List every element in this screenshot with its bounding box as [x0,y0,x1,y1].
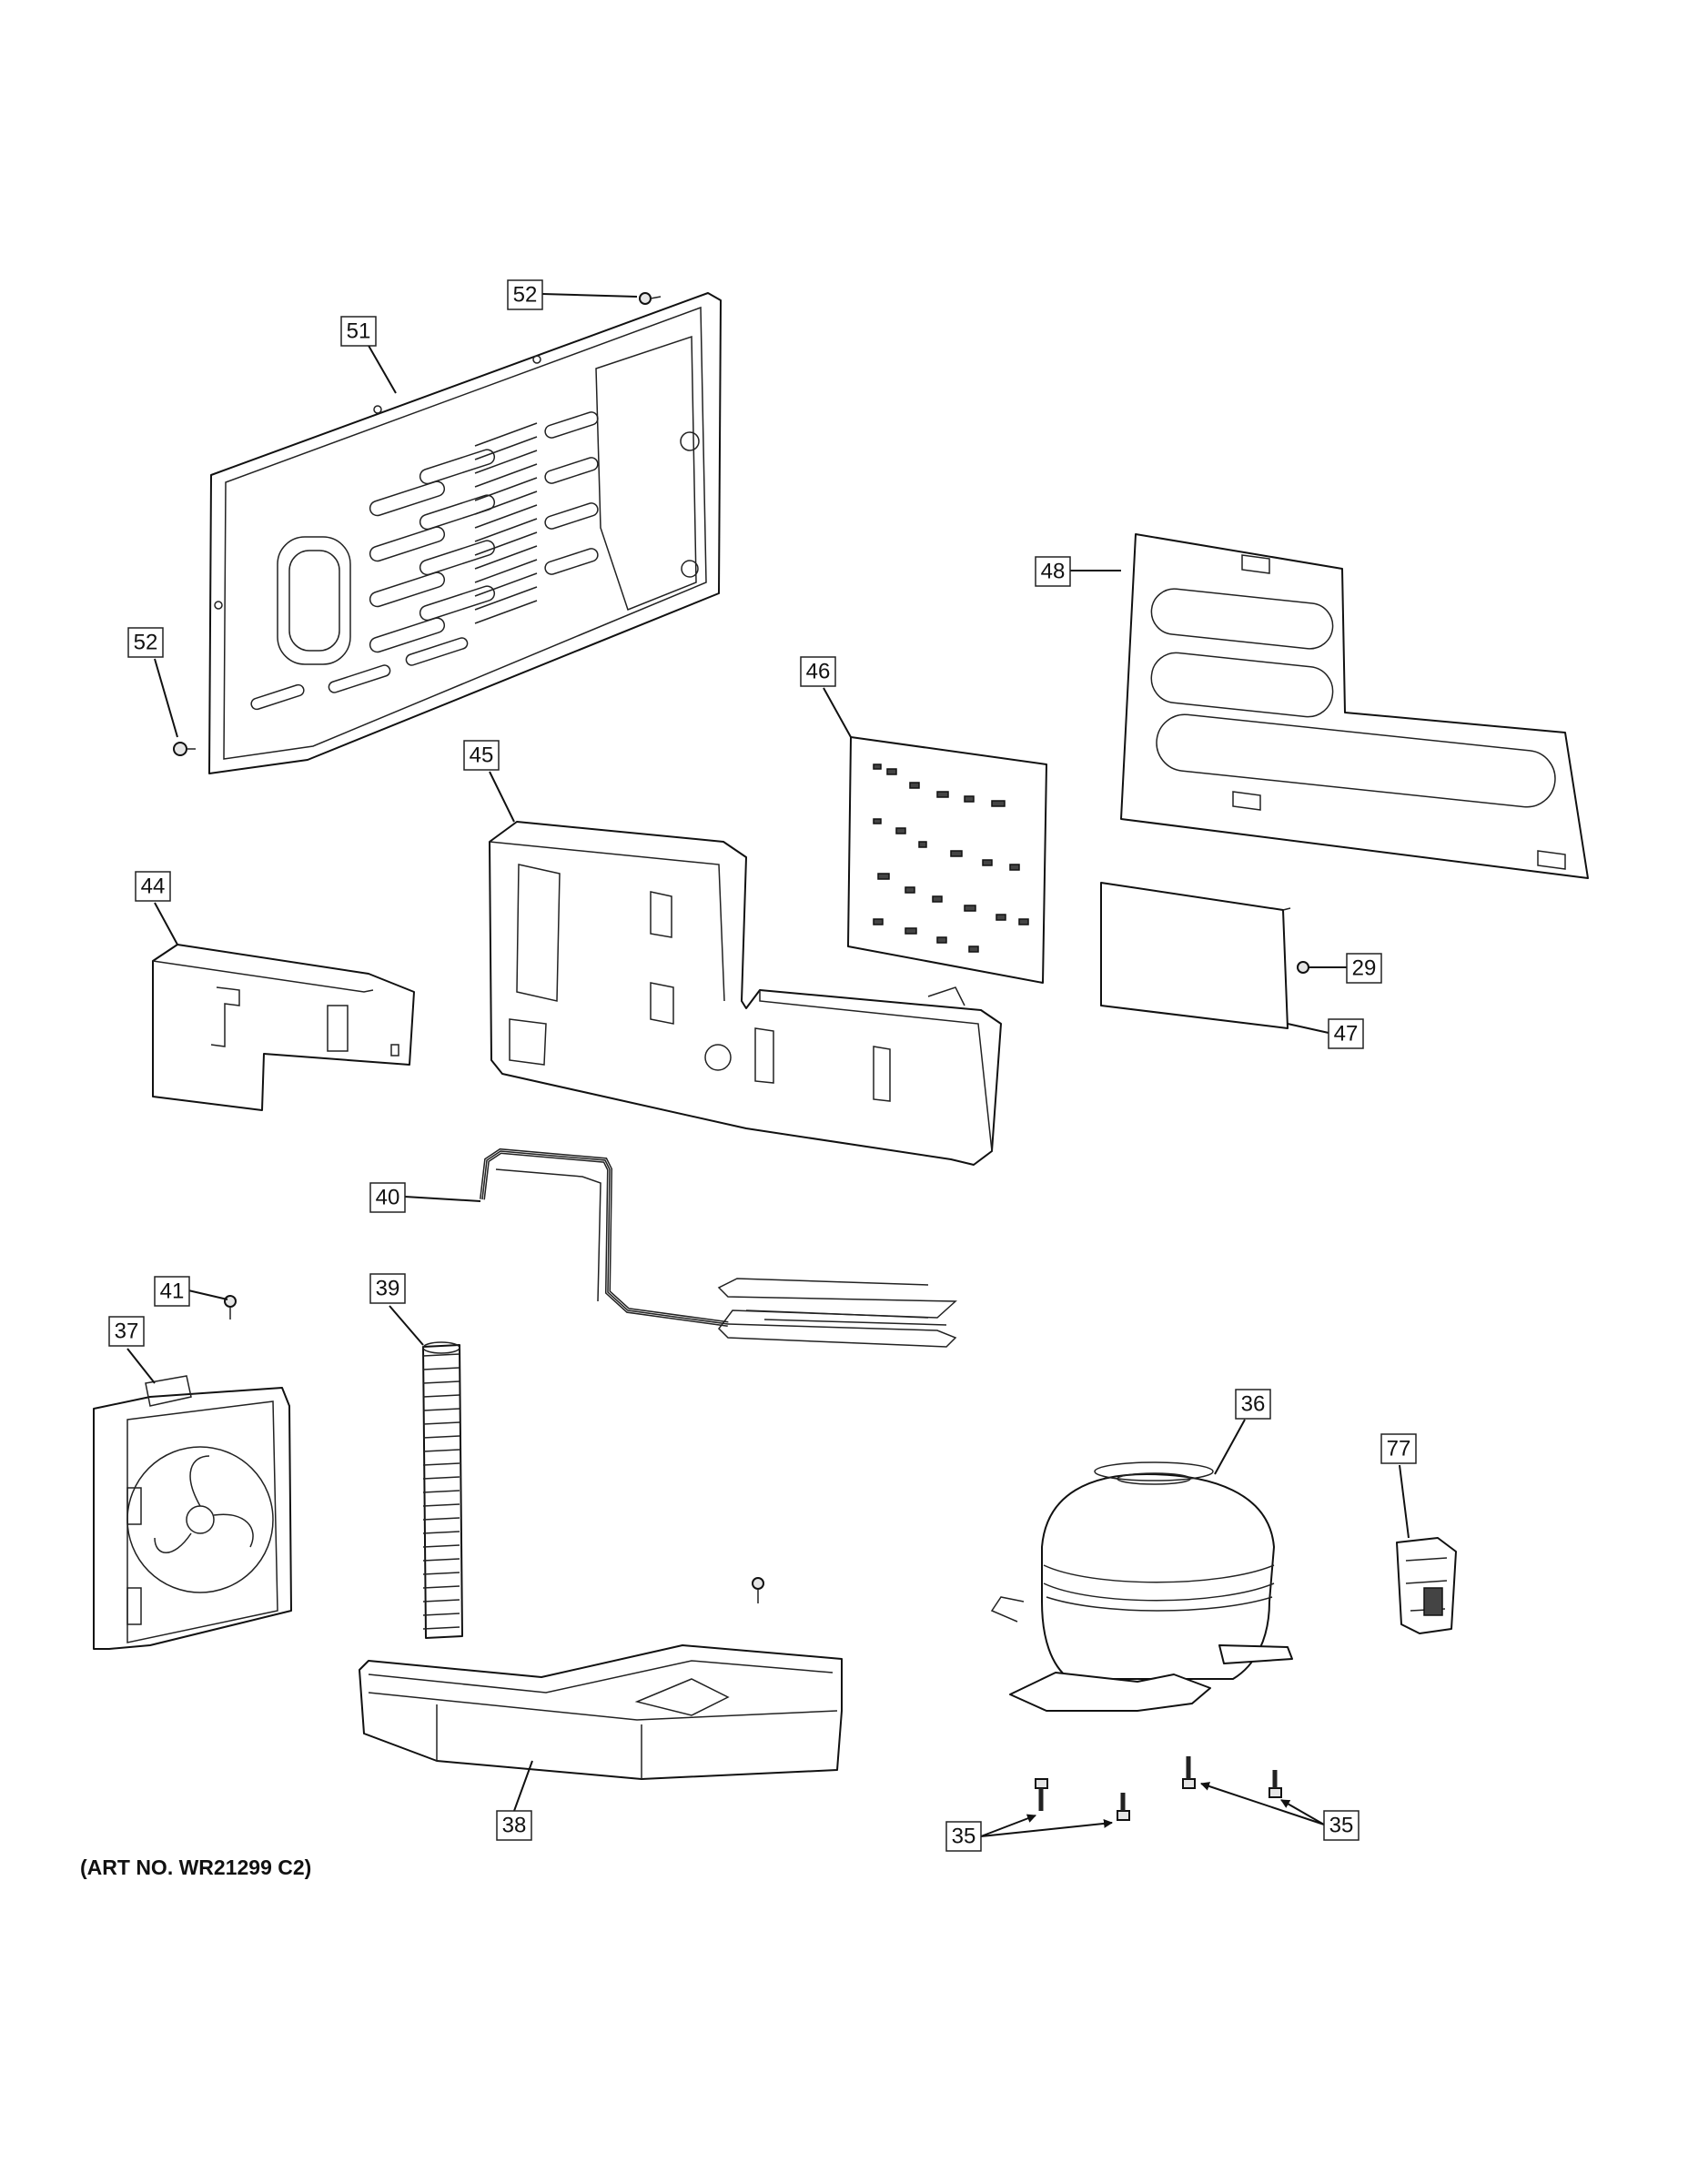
part-45-control-housing [489,821,1002,1166]
art-number-caption: (ART NO. WR21299 C2) [80,1855,311,1879]
callout-51: 51 [340,316,377,347]
callout-38: 38 [496,1810,532,1841]
callout-label: 36 [1241,1392,1266,1417]
callout-label: 46 [806,660,831,684]
callout-label: 29 [1352,956,1377,981]
callout-label: 47 [1334,1022,1359,1046]
callout-37: 37 [108,1316,145,1347]
part-39-drain-hose [422,1341,463,1639]
part-48-cover-panel [1120,533,1589,879]
part-52-screw-left [173,742,196,756]
callout-36: 36 [1235,1389,1271,1420]
callout-label: 41 [160,1279,185,1304]
callout-39: 39 [369,1273,406,1304]
part-44-bracket-cover [152,944,415,1111]
drain-pan-screw [752,1577,764,1603]
callout-label: 77 [1387,1437,1411,1461]
callout-label: 38 [502,1814,527,1838]
part-36-compressor [990,1461,1293,1712]
part-37-condenser-fan [93,1375,292,1650]
part-40-drain-heater [480,1148,957,1348]
callout-40: 40 [369,1182,406,1213]
callout-label: 51 [347,319,371,344]
part-77-relay [1396,1537,1457,1634]
callout-label: 40 [376,1186,400,1210]
callout-35-left: 35 [945,1821,982,1852]
callout-label: 44 [141,875,166,899]
callout-label: 52 [134,631,158,655]
callout-29: 29 [1346,953,1382,984]
callout-label: 45 [470,743,494,768]
callout-label: 39 [376,1277,400,1301]
callout-48: 48 [1035,556,1071,587]
callout-44: 44 [135,871,171,902]
part-47-sub-board [1100,882,1291,1029]
callout-label: 35 [1329,1814,1354,1838]
callout-47: 47 [1328,1018,1364,1049]
callout-35-right: 35 [1323,1810,1359,1841]
part-38-drain-pan [359,1644,843,1780]
callout-41: 41 [154,1276,190,1307]
part-51-rear-panel [208,292,722,774]
part-52-screw-top [639,292,662,305]
callout-label: 48 [1041,560,1066,584]
leader-lines [126,293,1410,1837]
callout-46: 46 [800,656,836,687]
callout-45: 45 [463,740,500,771]
callout-label: 37 [115,1320,139,1344]
part-35-bolt-2 [1117,1793,1130,1821]
part-46-control-board [847,736,1047,984]
part-35-bolt-1 [1035,1778,1048,1811]
callout-52-left: 52 [127,627,164,658]
callout-77: 77 [1380,1433,1417,1464]
part-29-screw [1297,961,1309,974]
part-35-bolt-4 [1269,1770,1282,1798]
callout-label: 52 [513,283,538,308]
callout-52-top: 52 [507,279,543,310]
part-35-bolt-3 [1182,1756,1196,1789]
callout-label: 35 [952,1825,976,1849]
